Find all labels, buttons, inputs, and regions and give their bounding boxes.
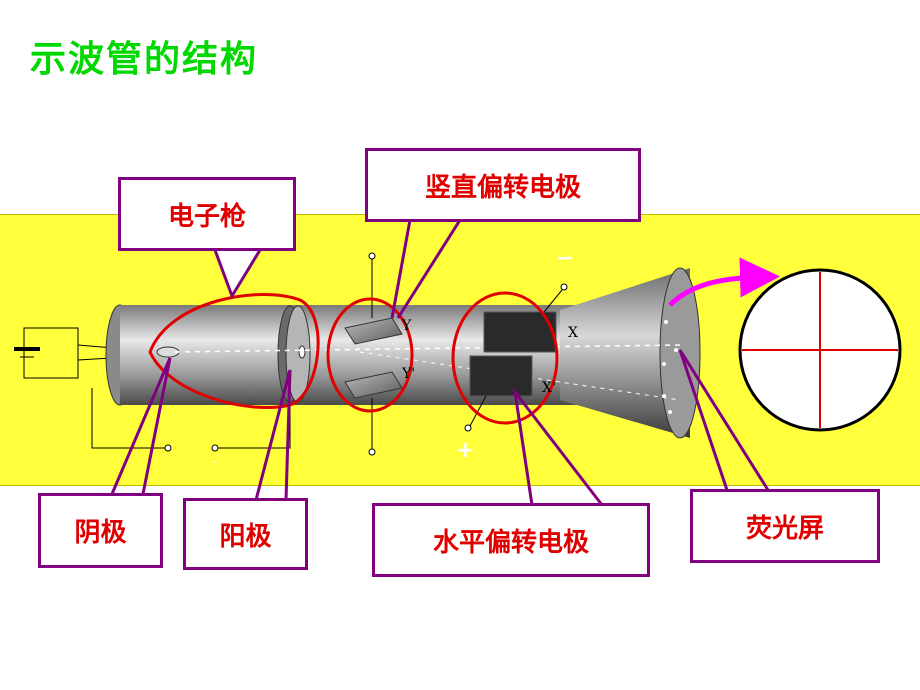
horizontal-deflection-plates (464, 283, 568, 432)
plus-sign: + (456, 438, 475, 463)
callout-pointers (110, 219, 770, 506)
label-vertical-plates: 竖直偏转电极 (365, 148, 641, 222)
label-anode: 阳极 (183, 498, 308, 570)
minus-sign: − (556, 246, 575, 271)
screen-dots (662, 320, 678, 414)
tag-y: Y (402, 318, 412, 334)
label-cathode: 阴极 (38, 493, 163, 568)
tag-x-prime: X' (542, 380, 556, 396)
screen-display (738, 268, 902, 432)
vertical-deflection-plates (344, 252, 403, 456)
electron-beam (174, 344, 681, 353)
tag-x: X (568, 325, 578, 341)
label-screen: 荧光屏 (690, 489, 880, 563)
highlight-ellipses (148, 291, 559, 425)
tag-y-prime: Y' (402, 366, 416, 382)
anode-disk (277, 305, 311, 403)
tube-body (105, 267, 701, 439)
projection-arrow (668, 257, 780, 307)
label-electron-gun: 电子枪 (118, 177, 296, 251)
circuit-tick: - (212, 454, 217, 470)
page-title: 示波管的结构 (30, 39, 259, 80)
label-horizontal-plates: 水平偏转电极 (372, 503, 650, 577)
cathode-circuit (14, 327, 291, 452)
